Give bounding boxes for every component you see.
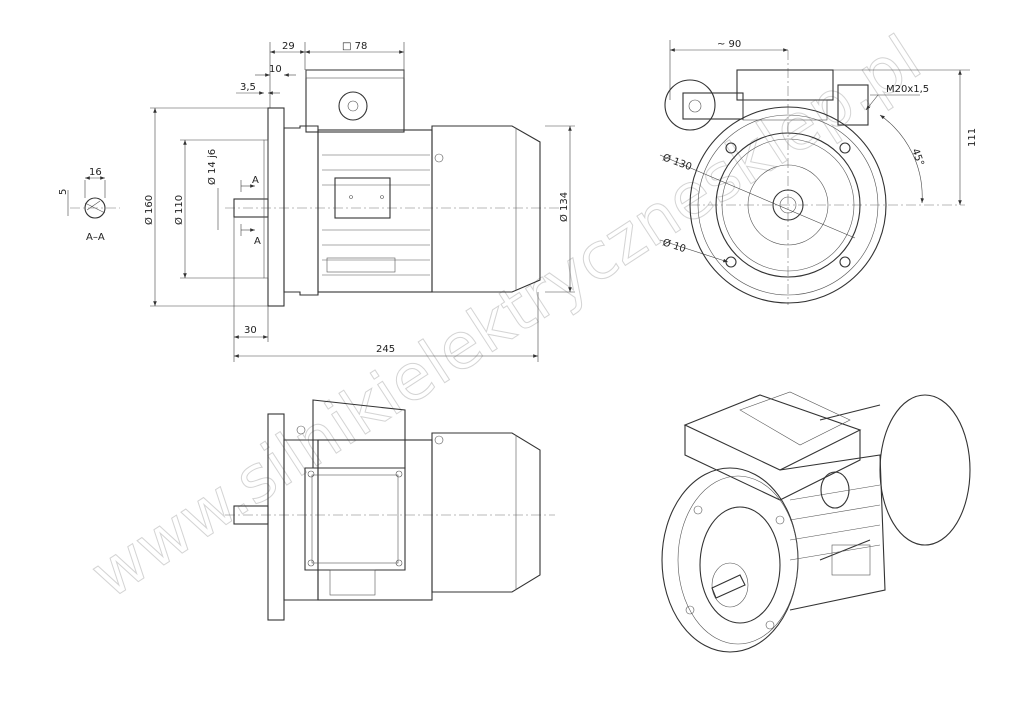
section-width-label: 16 (89, 167, 102, 178)
dim-dia-14: Ø 14 j6 (206, 149, 218, 185)
side-view: 29 □ 78 10 3,5 Ø 160 Ø 110 Ø 14 j6 A A Ø… (143, 41, 575, 362)
section-title: A–A (86, 232, 105, 243)
dim-box-78: □ 78 (342, 41, 367, 52)
section-key-label: 5 (58, 189, 69, 195)
flange (267, 107, 285, 307)
angle-45: 45° (909, 147, 925, 167)
dim-dia-110: Ø 110 (173, 195, 185, 225)
dim-29: 29 (282, 41, 295, 52)
flange (661, 467, 799, 653)
section-mark-top: A (252, 175, 259, 186)
section-a-a: 16 5 A–A (58, 167, 120, 243)
section-mark-bottom: A (254, 236, 261, 247)
top-view (225, 399, 555, 621)
fan-cover (431, 125, 541, 293)
gland-thread-label: M20x1,5 (886, 84, 929, 95)
dim-111: 111 (967, 128, 978, 147)
dim-90: ~ 90 (717, 39, 741, 50)
terminal-box (683, 394, 862, 471)
terminal-box (305, 69, 405, 133)
nameplate (334, 177, 391, 219)
shaft (711, 574, 746, 599)
isometric-view (661, 391, 971, 653)
brake-lever (664, 79, 716, 131)
dim-10: 10 (269, 64, 282, 75)
dim-dia-160: Ø 160 (143, 195, 155, 225)
dim-dia-134: Ø 134 (558, 192, 570, 222)
watermark: www.silnikielektrycznesklep.pl (78, 22, 934, 614)
cable-gland (837, 84, 869, 126)
terminal-box (304, 467, 406, 571)
dim-245: 245 (376, 344, 395, 355)
dim-30: 30 (244, 325, 257, 336)
dim-3-5: 3,5 (240, 82, 256, 93)
